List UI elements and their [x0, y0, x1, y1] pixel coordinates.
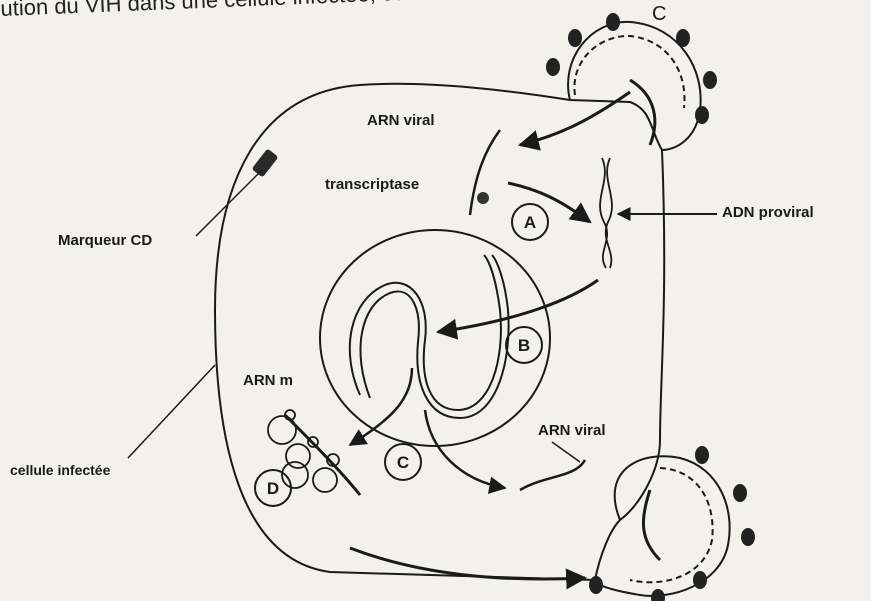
label-arn-viral-bottom: ARN viral — [538, 422, 606, 439]
label-cellule-infectee: cellule infectée — [10, 462, 110, 478]
budding-virion-bottom — [589, 446, 755, 601]
budding-virion-top — [546, 13, 717, 150]
svg-text:D: D — [267, 479, 279, 498]
integrated-dna — [350, 255, 509, 418]
step-d: D — [255, 470, 291, 506]
cd-marker — [196, 148, 279, 236]
step-a: A — [512, 204, 548, 240]
step-b: B — [506, 327, 542, 363]
step-c: C — [385, 444, 421, 480]
viral-rna-bottom — [520, 460, 585, 490]
label-arn-viral-top: ARN viral — [367, 112, 435, 129]
label-adn-proviral: ADN proviral — [722, 204, 814, 221]
label-letter-c: C — [652, 3, 666, 26]
proviral-dna — [600, 158, 612, 268]
svg-text:B: B — [518, 336, 530, 355]
label-marqueur-cd: Marqueur CD — [58, 232, 152, 249]
svg-text:C: C — [397, 453, 409, 472]
nucleus — [320, 230, 550, 446]
label-arn-m: ARN m — [243, 372, 293, 389]
label-transcriptase: transcriptase — [325, 176, 419, 193]
transcriptase-dot — [477, 192, 489, 204]
svg-text:A: A — [524, 213, 536, 232]
